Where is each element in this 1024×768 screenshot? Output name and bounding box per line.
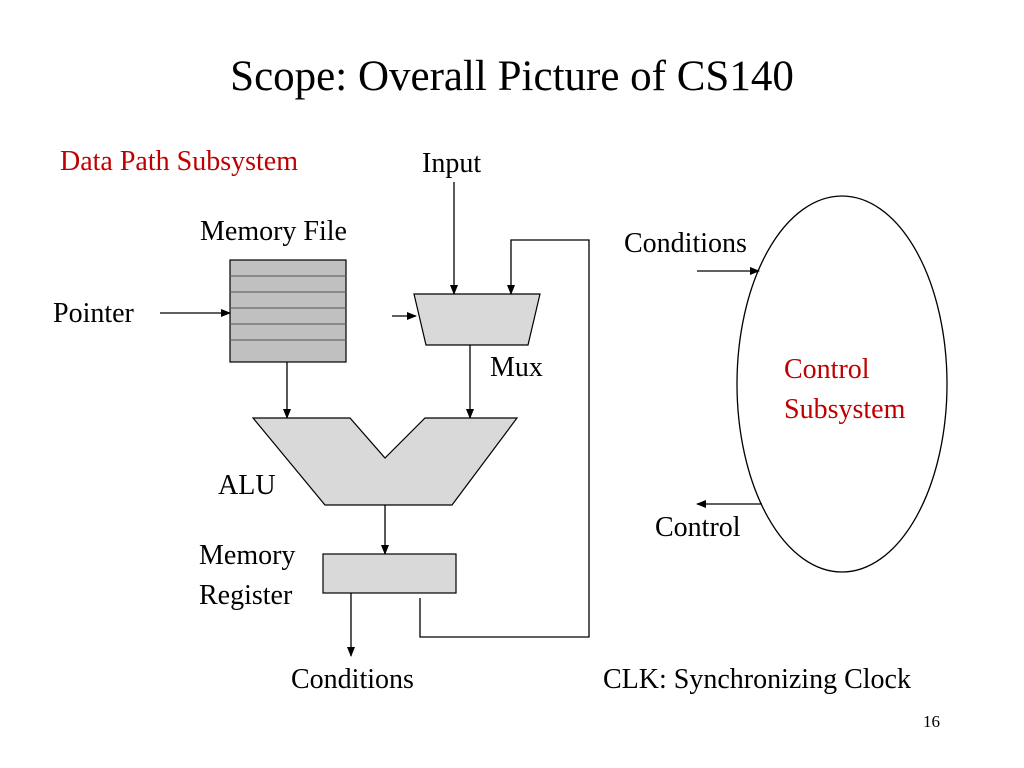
pointer-label: Pointer (53, 298, 134, 329)
memory-register-label-line1: Memory (199, 540, 296, 571)
memory-file-block (229, 259, 347, 363)
clk-label: CLK: Synchronizing Clock (603, 664, 911, 695)
control-subsystem-label-line1: Control (784, 354, 870, 385)
control-subsystem-ellipse (736, 195, 948, 573)
conditions-right-label: Conditions (624, 228, 747, 259)
memory-file-label: Memory File (200, 216, 347, 247)
memory-register-label-line2: Register (199, 580, 293, 611)
slide-title: Scope: Overall Picture of CS140 (230, 53, 794, 100)
alu-label: ALU (218, 470, 276, 501)
control-subsystem-label-line2: Subsystem (784, 394, 906, 425)
data-path-label: Data Path Subsystem (60, 146, 298, 177)
memory-register-block (322, 553, 457, 594)
mux-block (413, 293, 541, 346)
control-label: Control (655, 512, 741, 543)
conditions-bottom-label: Conditions (291, 664, 414, 695)
alu-block (251, 417, 519, 506)
page-number: 16 (923, 712, 940, 731)
input-label: Input (422, 148, 482, 179)
feedback-path (419, 239, 590, 638)
mux-label: Mux (490, 352, 543, 383)
